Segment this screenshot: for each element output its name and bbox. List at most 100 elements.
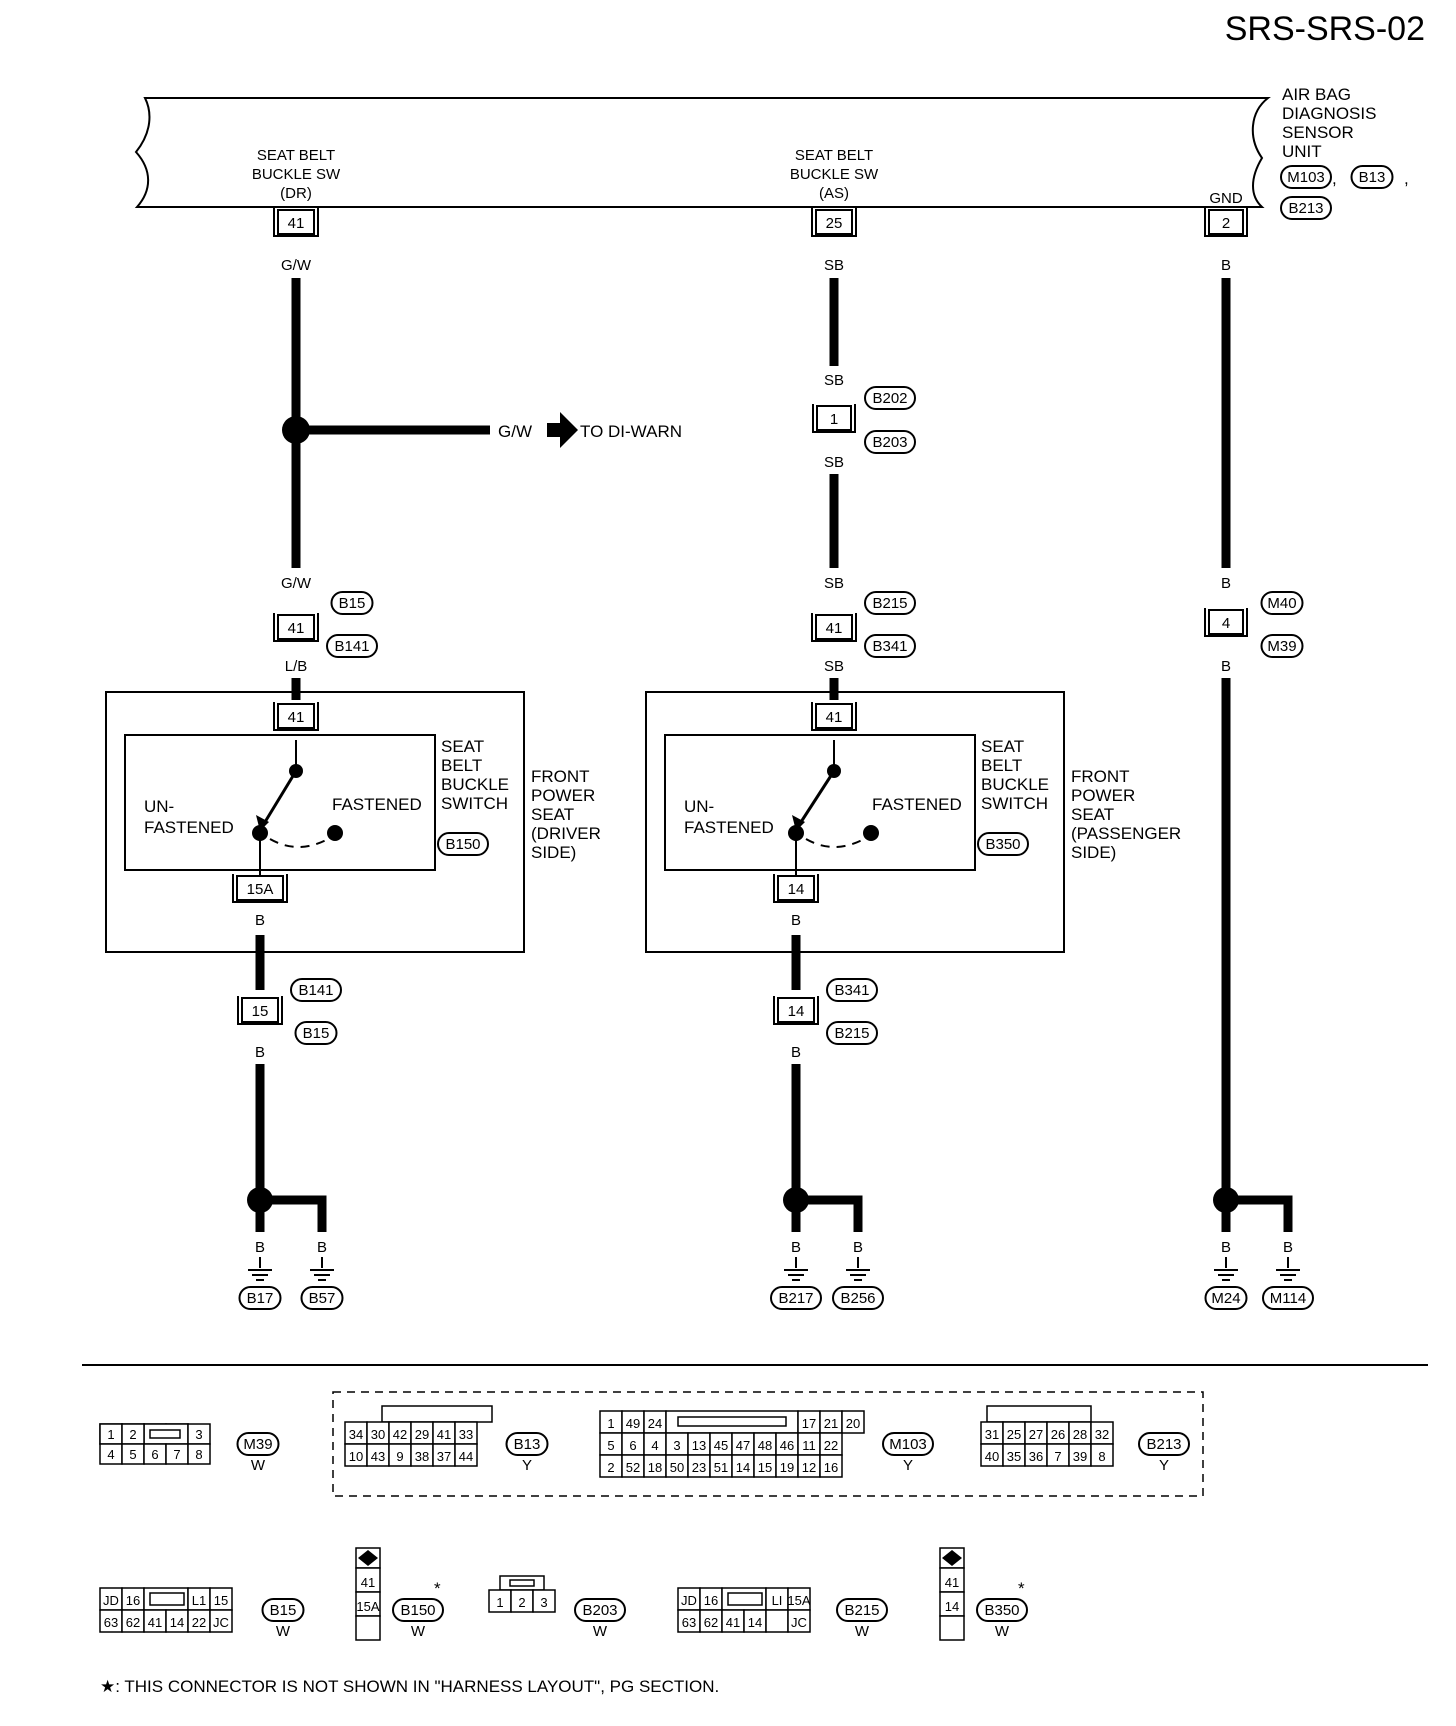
seat-terminal-top-bracket [273, 702, 319, 731]
face-b15-pin: 15 [214, 1593, 228, 1608]
face-color-b213: Y [1159, 1457, 1169, 1474]
face-label-b13-pill [505, 1432, 549, 1456]
face-b13-pin: 38 [415, 1449, 429, 1464]
face-b150-key [358, 1550, 378, 1566]
lower-connector-label-pill [294, 1021, 338, 1045]
connector-m103-label: M103 [1287, 169, 1325, 186]
face-b213-pin: 31 [985, 1427, 999, 1442]
wire-color-label: SB [824, 257, 844, 274]
face-m103-pin: 11 [802, 1438, 816, 1453]
face-b350-mark: * [1018, 1579, 1025, 1598]
wire-color-label: B [255, 1239, 265, 1256]
seat-label: FRONT [1071, 767, 1130, 786]
face-b350-pin: 14 [945, 1599, 959, 1614]
joint-connector-label-pill [326, 634, 378, 658]
face-b350-pin: 41 [945, 1575, 959, 1590]
wire-color-label: B [1221, 575, 1231, 592]
lower-terminal: 15 [252, 1003, 269, 1020]
unit-terminal-gnd-box [1208, 209, 1244, 235]
face-label-b150: B150 [400, 1602, 435, 1619]
face-color-m103: Y [903, 1457, 913, 1474]
face-m103-pin: 14 [736, 1460, 750, 1475]
terminal-label-dr: (DR) [280, 185, 312, 202]
face-label-b15: B15 [270, 1602, 297, 1619]
face-b13-pin: 43 [371, 1449, 385, 1464]
face-b213-pin: 39 [1073, 1449, 1087, 1464]
unit-terminal-box [277, 209, 315, 235]
face-label-b150-pill [392, 1598, 444, 1622]
wire-color-label: B [853, 1239, 863, 1256]
switch-blade [263, 770, 298, 823]
connector-b13-label-pill [1350, 165, 1394, 189]
ground-point-label-pill [770, 1286, 822, 1310]
lower-connector-label-pill [826, 1021, 878, 1045]
joint-terminal-gnd-bracket [1204, 608, 1248, 637]
sensor-unit-label: SENSOR [1282, 123, 1354, 142]
wire-color-label: B [1283, 1239, 1293, 1256]
face-b15-latch [149, 1592, 185, 1606]
joint-terminal-box [277, 614, 315, 640]
face-b13-pin: 37 [437, 1449, 451, 1464]
face-color-m39: W [251, 1457, 266, 1474]
face-m39-pin: 3 [195, 1427, 202, 1442]
lower-connector-label: B215 [834, 1025, 869, 1042]
ground-point-label-pill [1204, 1286, 1248, 1310]
face-b203-pin: 2 [518, 1595, 525, 1610]
seat-label: SEAT [531, 805, 574, 824]
face-label-b13: B13 [514, 1436, 541, 1453]
terminal-label-gnd: GND [1209, 190, 1243, 207]
buckle-switch-box [664, 734, 976, 871]
switch-dashed-path [269, 838, 329, 848]
state-unfastened: FASTENED [684, 818, 774, 837]
joint-connector-label: M39 [1267, 638, 1296, 655]
lower-terminal-bracket [773, 996, 819, 1025]
face-label-m103: M103 [889, 1436, 927, 1453]
seat-label: (DRIVER [531, 824, 601, 843]
buckle-switch-box [124, 734, 436, 871]
switch-connector-label: B350 [985, 836, 1020, 853]
face-label-b213-pill [1138, 1432, 1190, 1456]
face-b215-pin: 16 [704, 1593, 718, 1608]
face-label-b215-pill [836, 1598, 888, 1622]
face-label-m103-pill [882, 1432, 934, 1456]
lower-connector-label-pill [826, 978, 878, 1002]
face-label-b350: B350 [984, 1602, 1019, 1619]
comma: , [1332, 169, 1337, 188]
face-color-b350: W [995, 1623, 1010, 1640]
lower-connector-label: B341 [834, 982, 869, 999]
face-b215-latch [727, 1592, 763, 1606]
face-m39-pin: 8 [195, 1447, 202, 1462]
face-m103-pin: 47 [736, 1438, 750, 1453]
seat-terminal-top-box [277, 703, 315, 729]
wire-color-label: G/W [498, 422, 532, 441]
face-b13-pin: 44 [459, 1449, 473, 1464]
connector-b213-label: B213 [1288, 200, 1323, 217]
mid-connector-label-pill [864, 430, 916, 454]
face-b215-pin: 63 [682, 1615, 696, 1630]
joint-terminal: 41 [826, 620, 843, 637]
seat-terminal-top: 41 [826, 709, 843, 726]
face-m103-pin: 19 [780, 1460, 794, 1475]
face-b215-pin: JD [681, 1593, 697, 1608]
face-b15-pin: 63 [104, 1615, 118, 1630]
joint-connector-label-pill [864, 591, 916, 615]
switch-label: SEAT [981, 737, 1024, 756]
ground-branch [260, 1195, 327, 1232]
switch-label: BELT [441, 756, 482, 775]
face-b215-cell [765, 1609, 789, 1633]
joint-connector-label: B15 [339, 595, 366, 612]
face-b13-pin: 30 [371, 1427, 385, 1442]
face-m103-pin: 45 [714, 1438, 728, 1453]
ground-point-label-pill [1262, 1286, 1314, 1310]
joint-terminal-bracket [273, 613, 319, 642]
ground-point-label-pill [300, 1286, 344, 1310]
face-b13-pin: 9 [396, 1449, 403, 1464]
face-b13-pin: 42 [393, 1427, 407, 1442]
wire-color-label: B [1221, 1239, 1231, 1256]
face-b203-pin: 3 [540, 1595, 547, 1610]
face-m103-pin: 2 [607, 1460, 614, 1475]
state-unfastened: FASTENED [144, 818, 234, 837]
joint-connector-label-pill [1260, 591, 1304, 615]
ground-point-label: M114 [1270, 1290, 1306, 1307]
face-color-b150: W [411, 1623, 426, 1640]
